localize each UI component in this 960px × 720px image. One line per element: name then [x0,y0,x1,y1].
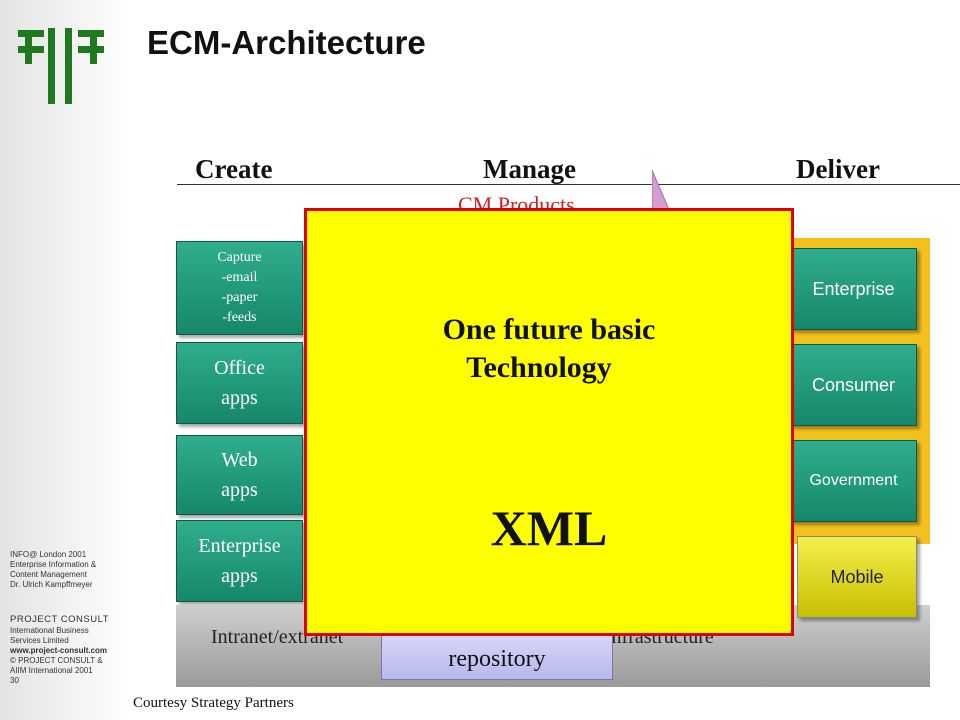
office-apps-line: Office [214,357,265,379]
event-line: Enterprise Information & [10,560,97,569]
company-name: PROJECT CONSULT [10,614,109,625]
project-consult-logo-icon [18,28,106,106]
column-heading-manage: Manage [483,154,576,184]
page-number: 30 [10,676,19,685]
callout-heading: One future basic Technology [307,311,791,387]
enterprise-apps-line: apps [221,565,258,587]
header-divider [177,184,960,185]
capture-line: Capture [217,250,262,265]
callout-line: Technology [466,351,612,384]
event-line: INFO@ London 2001 [10,550,87,559]
capture-line: -paper [221,290,258,305]
capture-box: Capture -email -paper -feeds [176,241,303,335]
xml-callout: One future basic Technology XML [304,208,794,636]
sidebar: INFO@ London 2001 Enterprise Information… [0,0,128,720]
deliver-enterprise-box: Enterprise [790,248,917,330]
company-line: International Business [10,626,89,635]
deliver-government-label: Government [809,472,898,489]
mobile-box: Mobile [797,536,917,618]
capture-line: -email [221,270,258,285]
web-apps-line: apps [221,479,258,501]
company-info: PROJECT CONSULT International Business S… [10,613,109,686]
event-info: INFO@ London 2001 Enterprise Information… [10,550,96,590]
mobile-label: Mobile [830,566,884,587]
web-apps-line: Web [221,449,258,471]
deliver-government-box: Government [790,440,917,522]
web-apps-box: Web apps [176,435,303,515]
callout-xml: XML [490,500,608,556]
page-title: ECM-Architecture [147,24,426,61]
column-heading-deliver: Deliver [796,154,880,184]
deliver-consumer-box: Consumer [790,344,917,426]
capture-line: -feeds [222,310,257,325]
website-link[interactable]: www.project-consult.com [10,646,108,655]
deliver-consumer-label: Consumer [811,374,896,395]
enterprise-apps-line: Enterprise [198,535,281,557]
repository-label: repository [448,646,546,672]
event-line: Dr. Ulrich Kampffmeyer [10,580,93,589]
enterprise-apps-box: Enterprise apps [176,520,303,602]
copyright-line: AIIM International 2001 [10,666,93,675]
deliver-enterprise-label: Enterprise [812,278,895,299]
company-line: Services Limited [10,636,69,645]
office-apps-line: apps [221,387,258,409]
courtesy-note: Courtesy Strategy Partners [133,695,294,711]
callout-line: One future basic [442,313,656,346]
copyright-line: © PROJECT CONSULT & [10,656,103,665]
column-heading-create: Create [195,154,273,184]
office-apps-box: Office apps [176,342,303,424]
event-line: Content Management [10,570,87,579]
